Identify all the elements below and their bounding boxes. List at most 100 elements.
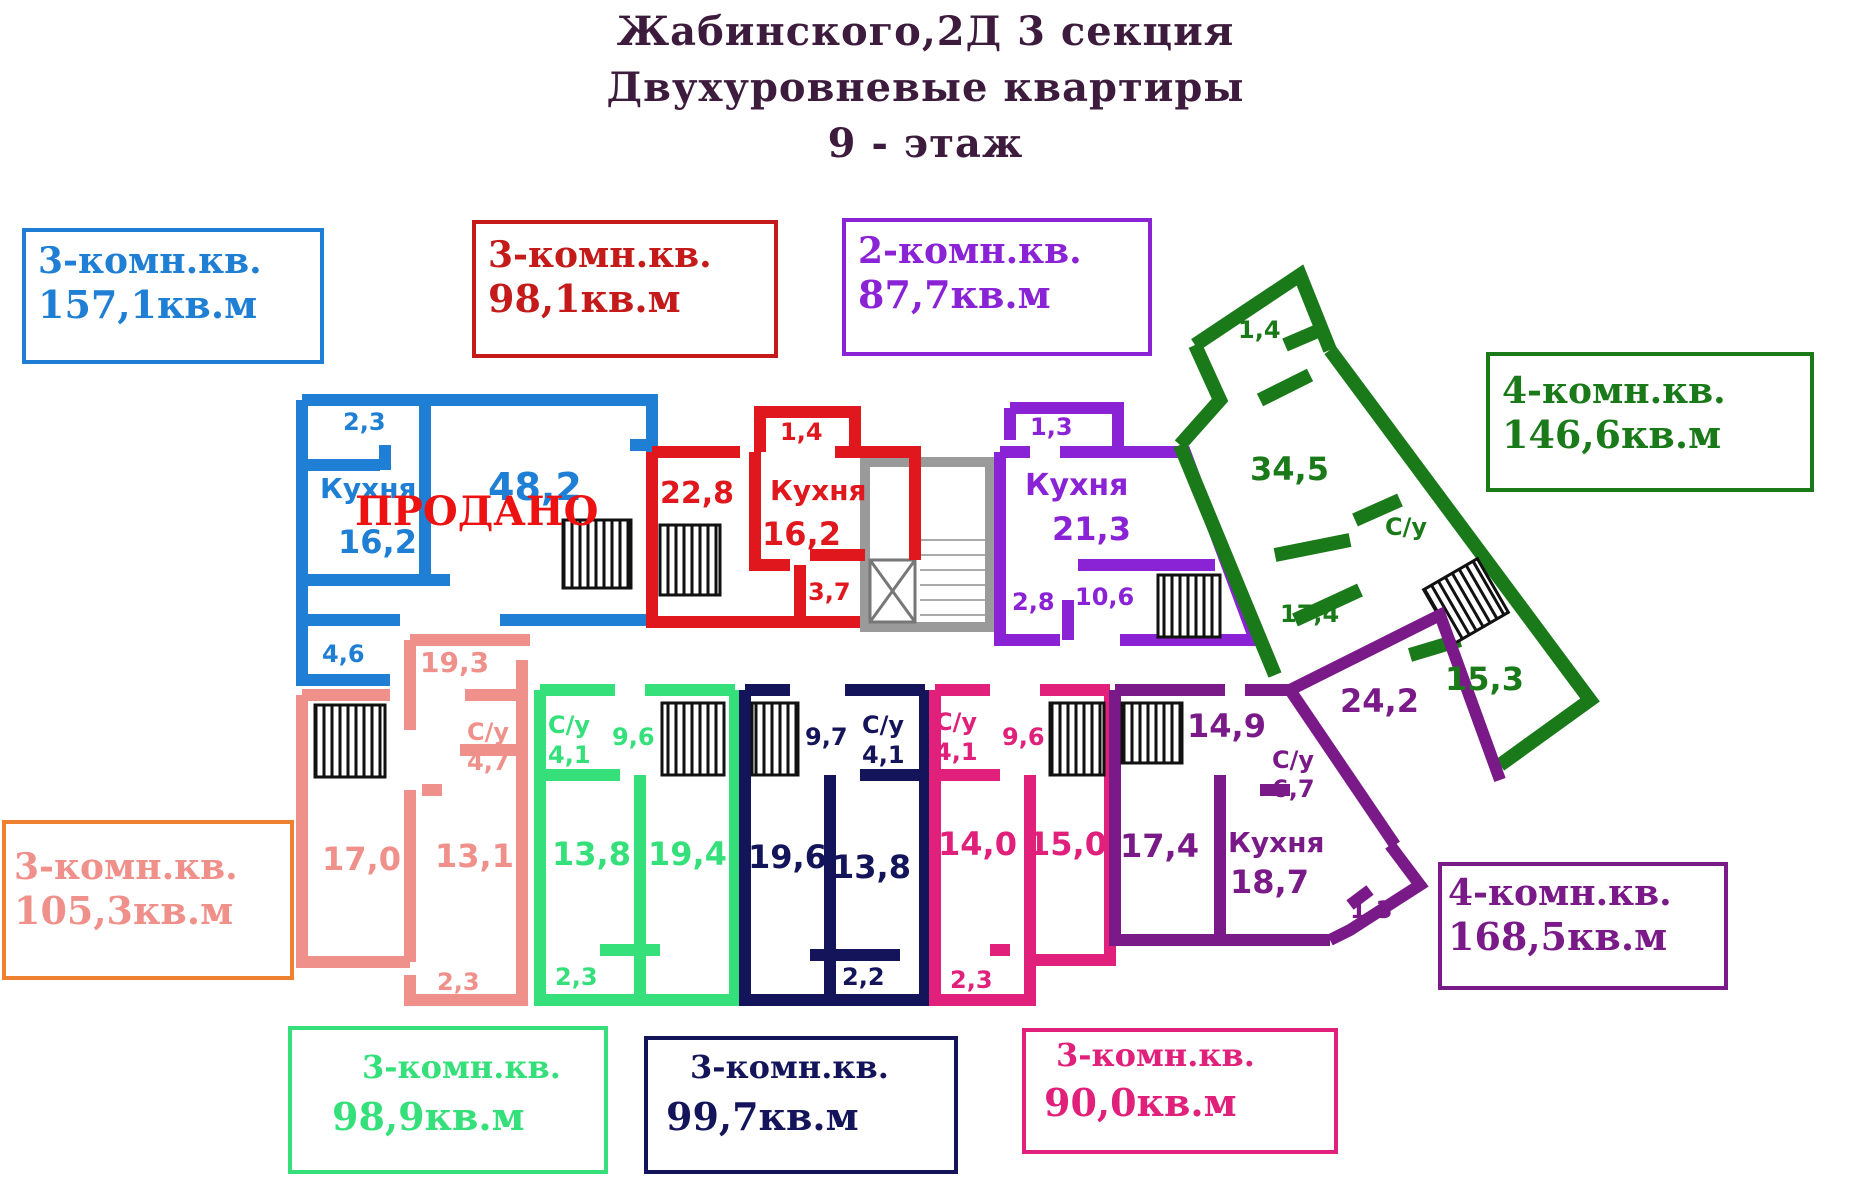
- room-label: 13,1: [435, 837, 514, 875]
- stairwell: [860, 457, 995, 632]
- room-label: 2,2: [842, 963, 885, 991]
- balcony-hatch-salmon: [313, 703, 387, 779]
- balcony-hatch-purple: [1120, 701, 1184, 765]
- apartment-card-green[interactable]: 4-комн.кв. 146,6кв.м: [1486, 352, 1814, 492]
- apartment-rooms: 3-комн.кв.: [1056, 1036, 1255, 1074]
- room-label: 34,5: [1250, 450, 1329, 488]
- balcony-hatch-violet: [1156, 573, 1222, 639]
- room-label: 1,4: [1238, 316, 1281, 344]
- room-labels-mint: С/у 4,1 9,6 13,8 19,4 2,3: [548, 711, 727, 991]
- room-labels-violet: 1,3 Кухня 21,3 2,8 10,6: [1012, 413, 1134, 616]
- room-label: 24,2: [1340, 682, 1419, 720]
- apartment-purple-plan: [1109, 606, 1506, 946]
- room-label: 1,3: [1350, 896, 1393, 924]
- apartment-card-pink[interactable]: 3-комн.кв. 90,0кв.м: [1022, 1028, 1338, 1154]
- balcony-hatch-blue: [561, 518, 633, 590]
- room-label: Кухня: [320, 472, 417, 505]
- room-label: С/у: [467, 718, 509, 746]
- room-label: 4,1: [935, 738, 978, 766]
- room-label: 19,6: [748, 838, 827, 876]
- room-label: 10,6: [1075, 583, 1134, 611]
- apartment-area: 90,0кв.м: [1044, 1080, 1237, 1125]
- room-labels-navy: 9,7 С/у 4,1 19,6 13,8 2,2: [748, 711, 911, 991]
- apartment-navy-plan: [739, 684, 931, 1006]
- room-label: 2,3: [343, 408, 386, 436]
- room-labels-pink: С/у 4,1 9,6 14,0 15,0 2,3: [935, 708, 1107, 994]
- apartment-green-plan: [1173, 264, 1600, 771]
- apartment-card-red[interactable]: 3-комн.кв. 98,1кв.м: [472, 220, 778, 358]
- balcony-hatch-pink: [1048, 701, 1106, 777]
- apartment-red-plan: [646, 406, 921, 628]
- room-label: 3,7: [808, 578, 851, 606]
- room-label: С/у: [862, 711, 904, 739]
- room-label: С/у: [935, 708, 977, 736]
- sold-label: ПРОДАНО: [355, 488, 598, 535]
- room-label: 17,4: [1280, 600, 1339, 628]
- room-label: 14,0: [938, 825, 1017, 863]
- apartment-salmon-plan: [296, 634, 530, 1006]
- room-label: 2,8: [1012, 588, 1055, 616]
- apartment-area: 98,1кв.м: [488, 276, 681, 321]
- room-labels-blue: 2,3 Кухня 16,2 48,2 4,6: [320, 408, 582, 668]
- room-label: Кухня: [1228, 826, 1325, 859]
- apartment-card-blue[interactable]: 3-комн.кв. 157,1кв.м: [22, 228, 324, 364]
- apartment-card-navy[interactable]: 3-комн.кв. 99,7кв.м: [644, 1036, 958, 1174]
- apartment-rooms: 4-комн.кв.: [1502, 370, 1726, 412]
- apartment-rooms: 3-комн.кв.: [690, 1048, 889, 1086]
- room-label: Кухня: [1025, 468, 1128, 503]
- apartment-card-mint[interactable]: 3-комн.кв. 98,9кв.м: [288, 1026, 608, 1174]
- apartment-rooms: 2-комн.кв.: [858, 230, 1082, 272]
- room-label: С/у: [1272, 746, 1314, 774]
- room-label: 15,3: [1445, 660, 1524, 698]
- apartment-mint-plan: [534, 684, 741, 1006]
- room-label: 21,3: [1052, 510, 1131, 548]
- room-label: 4,6: [322, 640, 365, 668]
- room-label: 4,7: [467, 748, 510, 776]
- apartment-area: 105,3кв.м: [14, 888, 234, 933]
- apartment-rooms: 4-комн.кв.: [1448, 872, 1672, 914]
- apartment-rooms: 3-комн.кв.: [362, 1048, 561, 1086]
- room-label: 19,4: [648, 835, 727, 873]
- room-label: 13,8: [552, 835, 631, 873]
- room-label: 9,6: [612, 723, 655, 751]
- room-labels-red: 1,4 22,8 Кухня 16,2 3,7: [660, 418, 867, 606]
- room-label: 13,8: [832, 848, 911, 886]
- apartment-rooms: 3-комн.кв.: [488, 234, 712, 276]
- balcony-hatch-mint: [660, 701, 726, 777]
- room-label: 19,3: [420, 646, 489, 679]
- apartment-card-purple[interactable]: 4-комн.кв. 168,5кв.м: [1438, 862, 1728, 990]
- balcony-hatch-red: [658, 523, 722, 597]
- room-label: 6,7: [1272, 775, 1315, 803]
- apartment-rooms: 3-комн.кв.: [38, 240, 262, 282]
- title-line-2: Двухуровневые квартиры: [606, 64, 1245, 111]
- room-label: 2,3: [437, 968, 480, 996]
- balcony-hatch-navy: [750, 701, 800, 777]
- room-label: 4,1: [548, 741, 591, 769]
- apartment-card-violet[interactable]: 2-комн.кв. 87,7кв.м: [842, 218, 1152, 356]
- apartment-area: 168,5кв.м: [1448, 914, 1668, 959]
- apartment-area: 98,9кв.м: [332, 1094, 525, 1139]
- room-label: 17,4: [1120, 827, 1199, 865]
- room-label: 2,3: [950, 966, 993, 994]
- room-label: 1,3: [1030, 413, 1073, 441]
- room-label: 16,2: [762, 515, 841, 553]
- room-label: 17,0: [322, 840, 401, 878]
- room-label: 14,9: [1187, 707, 1266, 745]
- room-labels-salmon: 19,3 С/у 4,7 17,0 13,1 2,3: [322, 646, 514, 996]
- room-label: С/у: [548, 711, 590, 739]
- apartment-area: 157,1кв.м: [38, 282, 258, 327]
- room-label: 4,1: [862, 741, 905, 769]
- apartment-area: 99,7кв.м: [666, 1094, 859, 1139]
- room-label: 9,6: [1002, 723, 1045, 751]
- room-label: 2,3: [555, 963, 598, 991]
- apartment-area: 146,6кв.м: [1502, 412, 1722, 457]
- room-labels-green: 1,4 34,5 С/у 17,4 15,3: [1238, 316, 1524, 698]
- room-label: 48,2: [488, 465, 582, 509]
- room-label: Кухня: [770, 474, 867, 507]
- room-labels-purple: 14,9 24,2 С/у 6,7 17,4 Кухня 18,7 1,3: [1120, 682, 1419, 924]
- apartment-card-salmon[interactable]: 3-комн.кв. 105,3кв.м: [2, 820, 294, 980]
- room-label: 9,7: [805, 723, 848, 751]
- room-label: 22,8: [660, 476, 734, 511]
- apartment-rooms: 3-комн.кв.: [14, 846, 238, 888]
